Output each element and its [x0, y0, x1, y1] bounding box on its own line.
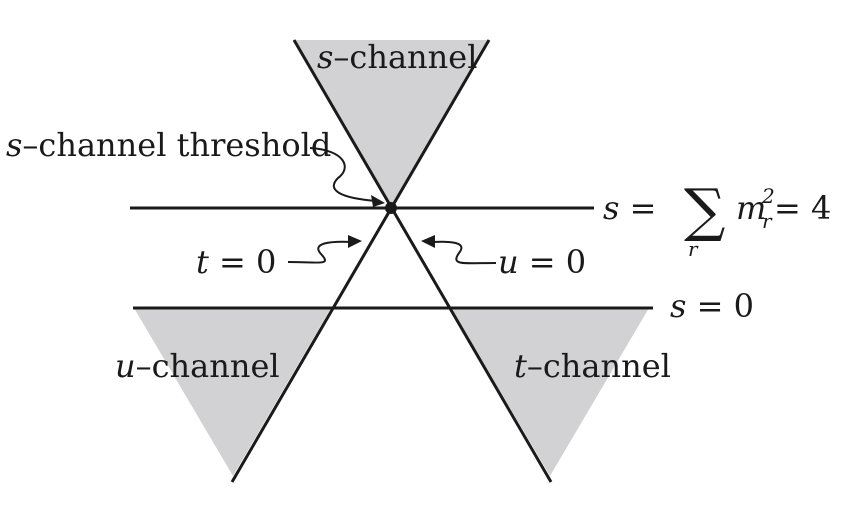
threshold-arrowhead	[371, 195, 385, 207]
t-zero-line	[292, 39, 553, 483]
t-channel-label: t–channel	[514, 347, 671, 385]
t-line-arrow	[287, 240, 353, 264]
t-channel-region	[451, 308, 649, 476]
threshold-point	[385, 202, 397, 214]
mass-subscript: r	[762, 209, 773, 233]
summation-sign: ∑	[684, 176, 725, 244]
t-line-label: t = 0	[196, 243, 276, 281]
mass-term: m	[736, 189, 766, 227]
threshold-value: = 4	[774, 189, 831, 227]
threshold-arrow	[309, 147, 377, 202]
s-channel-label: s–channel	[317, 38, 477, 76]
svg-text:s =: s =	[603, 189, 656, 227]
u-channel-label: u–channel	[115, 347, 280, 385]
mass-exponent: 2	[761, 184, 775, 208]
s-zero-label: s = 0	[670, 287, 754, 325]
s-threshold-equation: s = ∑ r m 2 r = 4	[603, 176, 831, 261]
u-line-arrowhead	[421, 235, 435, 248]
u-zero-line	[230, 39, 491, 483]
t-line-arrowhead	[348, 235, 362, 248]
u-channel-region	[134, 308, 331, 476]
u-line-label: u = 0	[498, 243, 586, 281]
s-channel-region	[294, 40, 489, 207]
threshold-label: s–channel threshold	[6, 126, 331, 164]
u-line-arrow	[431, 240, 497, 265]
summation-index: r	[688, 237, 699, 261]
